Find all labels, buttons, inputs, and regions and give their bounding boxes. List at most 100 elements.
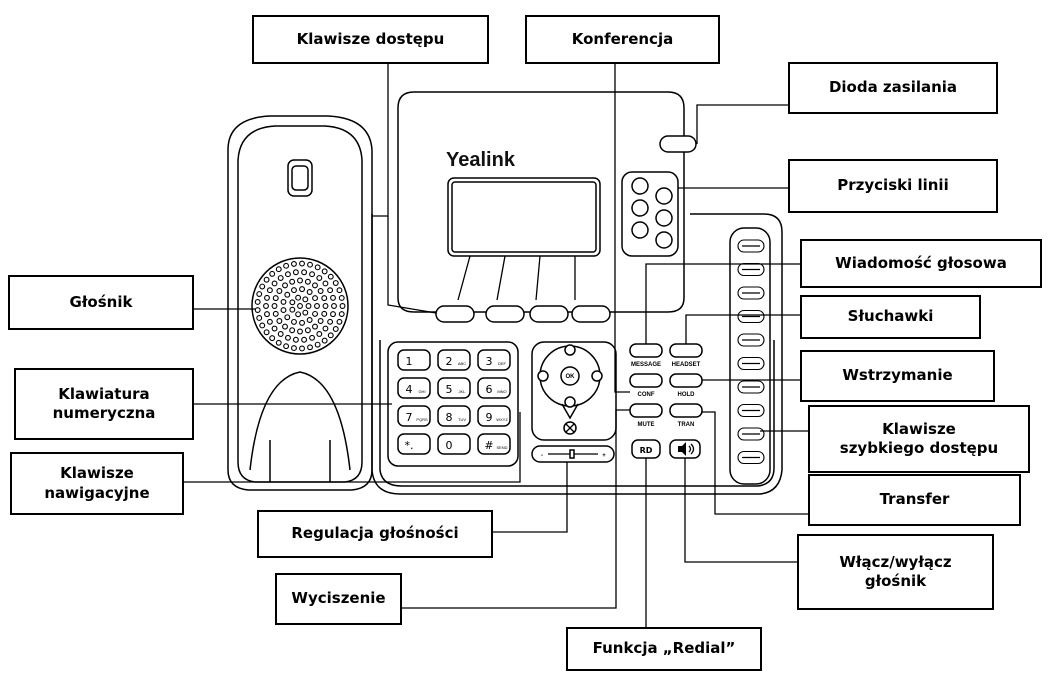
grille-hole (330, 311, 336, 318)
grille-hole (336, 318, 343, 325)
grille-hole (321, 337, 328, 344)
grille-hole (280, 307, 287, 314)
conf-key-label: CONF (638, 392, 655, 398)
grille-hole (314, 264, 321, 271)
keypad-key-11[interactable] (437, 433, 471, 455)
label-speed-dial: Klawisze szybkiego dostępu (808, 405, 1030, 473)
grille-hole (312, 282, 318, 289)
grille-hole (314, 341, 321, 348)
soft-key-1[interactable] (435, 305, 475, 323)
line-key-4[interactable] (655, 187, 673, 205)
grille-hole (299, 319, 305, 326)
keypad-key-10[interactable] (397, 433, 431, 455)
keypad-key-label: # (484, 439, 493, 452)
grille-hole (291, 287, 297, 294)
keypad-key-12[interactable] (477, 433, 511, 455)
keypad-key-sublabel: DEF (498, 361, 507, 366)
line-key-2[interactable] (631, 199, 649, 217)
message-key[interactable] (629, 343, 663, 358)
grille-hole (259, 283, 266, 290)
nav-up-key[interactable] (564, 344, 576, 356)
mute-key[interactable] (629, 403, 663, 418)
message-key-label: MESSAGE (631, 362, 661, 368)
navigation-cluster: OK (531, 341, 617, 441)
keypad-key-label: *. (405, 439, 414, 452)
grille-hole (299, 345, 305, 352)
label-speaker: Głośnik (8, 275, 194, 330)
soft-key-2[interactable] (485, 305, 525, 323)
keypad-key-label: 7 (406, 411, 413, 424)
redial-key-label: RD (640, 446, 653, 455)
nav-right-key[interactable] (591, 370, 603, 382)
nav-down-key[interactable] (564, 396, 576, 408)
grille-hole (339, 303, 346, 309)
label-keypad: Klawiatura numeryczna (14, 368, 194, 440)
grille-hole (322, 280, 329, 287)
line-key-5[interactable] (655, 209, 673, 227)
volume-bar[interactable]: - + (531, 445, 615, 463)
grille-hole (301, 269, 308, 276)
keypad-key-9[interactable] (477, 405, 511, 427)
hold-key-label: HOLD (678, 392, 696, 398)
grille-hole (289, 278, 296, 285)
conf-key[interactable] (629, 373, 663, 388)
grille-hole (321, 310, 328, 317)
phone-base: Yealink (371, 91, 783, 495)
grille-hole (277, 275, 284, 281)
grille-hole (336, 287, 343, 294)
keypad-key-3[interactable] (477, 349, 511, 371)
grille-hole (289, 299, 296, 306)
grille-hole (295, 311, 302, 318)
grille-hole (283, 262, 290, 269)
grille-hole (284, 271, 291, 278)
label-power-led: Dioda zasilania (788, 62, 998, 114)
grille-hole (312, 310, 319, 317)
grille-hole (321, 268, 328, 275)
keypad-key-5[interactable] (437, 377, 471, 399)
keypad-key-4[interactable] (397, 377, 431, 399)
keypad-key-sublabel: TUV (458, 417, 466, 422)
grille-hole (291, 260, 297, 267)
keypad-key-1[interactable] (397, 349, 431, 371)
ok-key-label: OK (566, 374, 576, 380)
grille-hole (312, 323, 318, 330)
grille-hole (269, 335, 276, 342)
label-navigation: Klawisze nawigacyjne (10, 452, 184, 515)
grille-hole (264, 311, 270, 318)
grille-hole (282, 323, 288, 330)
line-key-3[interactable] (631, 221, 649, 239)
keypad-key-label: 2 (446, 355, 453, 368)
keypad-key-6[interactable] (477, 377, 511, 399)
grille-hole (304, 278, 311, 285)
line-key-1[interactable] (631, 177, 649, 195)
headset-key[interactable] (669, 343, 703, 358)
keypad-key-sublabel: PQRS (416, 417, 428, 422)
grille-hole (291, 318, 297, 325)
grille-hole (304, 327, 311, 334)
keypad-key-label: 1 (406, 355, 413, 368)
label-speakerphone: Włącz/wyłącz głośnik (797, 534, 994, 610)
hold-key[interactable] (669, 373, 703, 388)
grille-hole (317, 318, 324, 324)
mute-key-label: MUTE (638, 422, 655, 428)
grille-hole (277, 331, 284, 337)
grille-hole (321, 295, 328, 302)
grille-hole (275, 339, 282, 346)
keypad-key-label: 5 (446, 383, 453, 396)
grille-hole (322, 303, 329, 309)
grille-hole (269, 270, 276, 277)
volume-plus-icon: + (602, 453, 606, 459)
label-voicemail: Wiadomość głosowa (800, 239, 1042, 288)
soft-key-3[interactable] (529, 305, 569, 323)
nav-left-key[interactable] (537, 370, 549, 382)
line-key-6[interactable] (655, 231, 673, 249)
soft-key-4[interactable] (571, 305, 611, 323)
tran-key[interactable] (669, 403, 703, 418)
ok-key[interactable] (560, 366, 580, 386)
label-access-keys: Klawisze dostępu (252, 15, 489, 64)
grille-hole (284, 314, 291, 321)
keypad-key-2[interactable] (437, 349, 471, 371)
keypad-key-8[interactable] (437, 405, 471, 427)
keypad-key-7[interactable] (397, 405, 431, 427)
grille-hole (291, 345, 297, 352)
